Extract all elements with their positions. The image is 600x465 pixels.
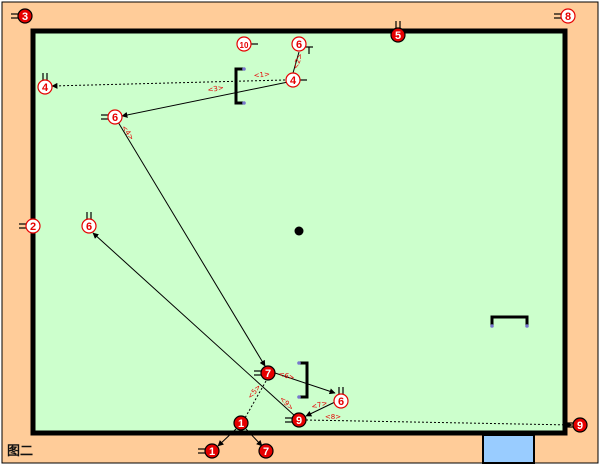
dashed-7-to-1	[244, 380, 267, 419]
movement-lines	[51, 51, 573, 447]
player-disc	[204, 443, 220, 459]
player-number: 6	[86, 221, 92, 233]
player-disc	[107, 109, 123, 125]
player-number: 10	[240, 41, 249, 50]
player-disc	[333, 393, 349, 409]
player-disc	[291, 36, 307, 52]
player-p6a: 6	[101, 109, 123, 125]
step-marker-m8: <8>	[325, 413, 341, 421]
players: 3 8 5 10 6 4 4 6 2 6 7 6 9 9 1 1 7	[11, 8, 588, 459]
player-p10: 10	[236, 36, 258, 52]
player-number: 7	[263, 446, 269, 458]
goal-top	[234, 67, 246, 105]
goal-right	[490, 315, 529, 328]
player-number: 3	[22, 11, 28, 23]
player-disc	[572, 417, 588, 433]
player-disc	[236, 36, 252, 52]
player-marker-icon	[285, 417, 292, 423]
player-marker-icon	[395, 21, 401, 28]
step-marker-m3: <3>	[207, 84, 224, 95]
step-marker-m7: <7>	[311, 399, 329, 411]
player-p9right: 9	[566, 417, 588, 433]
player-number: 4	[42, 82, 49, 94]
diagram-caption: 图二	[7, 444, 34, 459]
player-number: 6	[296, 39, 302, 51]
player-marker-icon	[338, 387, 344, 394]
line-6-to-7	[117, 121, 266, 367]
player-p4left: 4	[37, 73, 53, 95]
goal-bottom	[297, 361, 309, 399]
player-disc	[260, 365, 276, 381]
dashed-9-to-9right	[305, 419, 573, 428]
player-marker-icon	[11, 13, 18, 19]
line-9-to-6	[92, 232, 296, 417]
player-p6b: 6	[81, 212, 97, 234]
player-disc	[37, 79, 53, 95]
player-marker-icon	[305, 46, 313, 54]
player-number: 1	[238, 418, 244, 430]
line-6top-to-4	[292, 51, 300, 74]
line-7-to-6c	[274, 372, 336, 395]
center-dot	[294, 226, 304, 236]
player-p7bot: 7	[258, 443, 274, 459]
player-number: 8	[565, 11, 571, 23]
player-p3: 3	[11, 8, 33, 24]
player-number: 2	[30, 221, 36, 233]
bench-box	[482, 434, 535, 464]
player-marker-icon	[254, 370, 261, 376]
player-marker-icon	[554, 13, 561, 19]
player-p5: 5	[390, 21, 406, 43]
player-marker-icon	[566, 422, 573, 428]
player-disc	[291, 412, 307, 428]
player-number: 6	[112, 112, 118, 124]
player-disc	[560, 8, 576, 24]
line-1-to-7bot	[245, 428, 263, 447]
player-p9: 9	[285, 412, 307, 428]
line-1-to-1bot	[217, 428, 237, 447]
player-number: 1	[209, 446, 215, 458]
player-marker-icon	[101, 114, 108, 120]
player-disc	[25, 218, 41, 234]
player-disc	[258, 443, 274, 459]
player-number: 7	[265, 368, 271, 380]
player-p6top: 6	[291, 36, 313, 54]
player-p1mid: 1	[233, 415, 249, 431]
player-p4mid: 4	[285, 72, 307, 88]
player-p8: 8	[554, 8, 576, 24]
line-4-to-6	[121, 81, 289, 118]
player-number: 9	[296, 415, 302, 427]
player-p7: 7	[254, 365, 276, 381]
player-marker-icon	[86, 212, 92, 219]
player-number: 5	[395, 30, 401, 42]
player-p1bot: 1	[198, 443, 220, 459]
player-disc	[285, 72, 301, 88]
step-marker-m6: <6>	[278, 370, 296, 382]
player-disc	[17, 8, 33, 24]
player-p2: 2	[19, 218, 41, 234]
player-disc	[233, 415, 249, 431]
player-marker-icon	[42, 73, 48, 80]
line-6c-to-9	[305, 401, 336, 417]
player-disc	[81, 218, 97, 234]
player-number: 9	[577, 420, 583, 432]
player-p6c: 6	[333, 387, 349, 409]
step-marker-m1: <1>	[253, 70, 270, 79]
player-marker-icon	[198, 448, 205, 454]
player-number: 6	[338, 396, 344, 408]
player-disc	[390, 27, 406, 43]
player-marker-icon	[19, 223, 26, 229]
dashed-pass-4-to-4	[51, 79, 286, 89]
player-number: 4	[290, 75, 297, 87]
